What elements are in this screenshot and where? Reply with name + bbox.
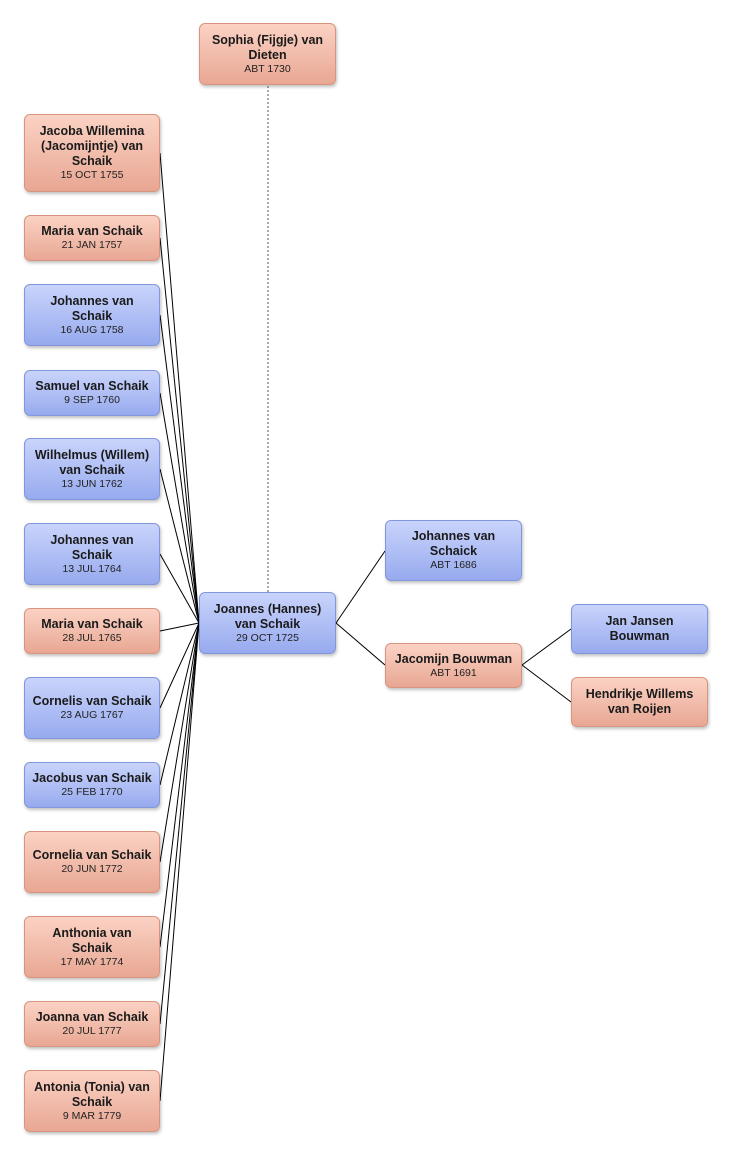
person-date: 28 JUL 1765 (62, 632, 122, 644)
person-name: Maria van Schaik (41, 617, 143, 631)
person-name: Hendrikje Willems van Roijen (585, 687, 694, 716)
child-link (159, 622, 200, 948)
person-name: Jacobus van Schaik (32, 771, 152, 785)
person-joannes[interactable]: Joannes (Hannes) van Schaik 29 OCT 1725 (199, 592, 336, 654)
person-date: 13 JUN 1762 (61, 477, 123, 490)
person-date: 29 OCT 1725 (236, 631, 299, 644)
person-name: Sophia (Fijgje) van Dieten (211, 32, 324, 62)
person-sophia[interactable]: Sophia (Fijgje) van Dieten ABT 1730 (199, 23, 336, 85)
person-date: ABT 1691 (430, 666, 477, 679)
person-date: 21 JAN 1757 (61, 239, 123, 251)
person-name: Johannes van Schaick (411, 529, 496, 558)
child-link (159, 152, 200, 624)
person-date: 9 MAR 1779 (62, 1109, 122, 1122)
person-jacomijn[interactable]: Jacomijn Bouwman ABT 1691 (385, 643, 522, 688)
person-name: Johannes van Schaik (50, 293, 134, 323)
person-date: 16 AUG 1758 (60, 323, 124, 336)
parent-link (335, 622, 386, 666)
person-name: Antonia (Tonia) van Schaik (34, 1079, 150, 1109)
person-date: 15 OCT 1755 (60, 169, 124, 181)
child-link (159, 622, 200, 863)
person-date: 17 MAY 1774 (60, 955, 124, 968)
person-date: 9 SEP 1760 (64, 394, 120, 406)
person-name: Anthonia van Schaik (52, 925, 132, 955)
child-link (159, 468, 200, 624)
person-name: Cornelia van Schaik (32, 848, 152, 862)
person-name: Jacoba Willemina (Jacomijntje) van Schai… (39, 124, 145, 168)
child-link (159, 314, 200, 624)
child-link (159, 237, 200, 624)
person-name: Cornelis van Schaik (32, 694, 152, 708)
person-name: Joanna van Schaik (35, 1010, 149, 1024)
person-date: ABT 1686 (430, 559, 477, 571)
person-jan[interactable]: Jan Jansen Bouwman (571, 604, 708, 654)
person-name: Jan Jansen Bouwman (605, 614, 674, 643)
child-link (159, 392, 200, 624)
child-link (159, 622, 200, 1025)
person-hendrikje[interactable]: Hendrikje Willems van Roijen (571, 677, 708, 727)
person-date: 23 AUG 1767 (60, 709, 124, 721)
person-date: 25 FEB 1770 (61, 786, 123, 798)
child-link (159, 622, 200, 1102)
child-card[interactable]: Jacoba Willemina (Jacomijntje) van Schai… (24, 114, 160, 192)
person-johannes-father[interactable]: Johannes van Schaick ABT 1686 (385, 520, 522, 581)
child-link (159, 622, 200, 709)
parent-link (521, 664, 572, 703)
child-link (159, 622, 200, 786)
parent-link (335, 550, 386, 624)
person-name: Joannes (Hannes) van Schaik (213, 601, 322, 631)
person-date: 20 JUL 1777 (62, 1025, 122, 1037)
person-name: Samuel van Schaik (35, 379, 149, 393)
child-link (159, 622, 200, 632)
person-name: Wilhelmus (Willem) van Schaik (34, 447, 150, 477)
person-name: Maria van Schaik (41, 224, 143, 238)
child-link (159, 553, 200, 624)
person-date: 20 JUN 1772 (61, 863, 123, 875)
person-name: Johannes van Schaik (50, 532, 134, 562)
parent-link (521, 628, 572, 666)
person-date: 13 JUL 1764 (62, 562, 122, 575)
person-name: Jacomijn Bouwman (394, 651, 513, 666)
person-date: ABT 1730 (244, 62, 291, 75)
